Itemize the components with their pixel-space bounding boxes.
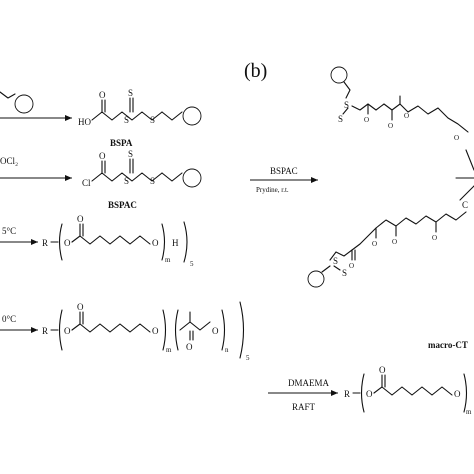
atom-core-c: C bbox=[462, 200, 468, 210]
pcl-pla-star-polymer: R O O O m O O n 5 bbox=[42, 301, 250, 362]
atom-s2-bspac: S bbox=[150, 176, 155, 186]
atom-r-pcla: R bbox=[42, 326, 48, 336]
reagent-temp2: 0°C bbox=[2, 314, 16, 324]
atom-o3-pcla: O bbox=[212, 326, 219, 336]
atom-r-raft: R bbox=[344, 389, 350, 399]
label-macro-cta: macro-CT bbox=[428, 340, 468, 350]
benzyl-fragment bbox=[0, 91, 34, 114]
reagent-dmaema: DMAEMA bbox=[288, 378, 330, 388]
atom-o-lower-4: O bbox=[349, 262, 354, 270]
atom-o2-pcl: O bbox=[152, 238, 159, 248]
atom-s-lower-1: S bbox=[333, 256, 338, 266]
atom-o-carbonyl-pcla: O bbox=[77, 302, 84, 312]
atom-s2-bspa: S bbox=[150, 115, 155, 125]
atom-o-carbonyl-pla: O bbox=[186, 342, 193, 352]
subscript-5-pcla: 5 bbox=[246, 354, 250, 362]
atom-s-upper-1: S bbox=[344, 100, 349, 110]
atom-o-carbonyl-bspac: O bbox=[99, 151, 106, 161]
atom-o-lower-2: O bbox=[392, 238, 397, 246]
atom-o1-pcl: O bbox=[64, 238, 71, 248]
reagent-socl2: OCl₂ bbox=[0, 156, 18, 166]
atom-ho: HO bbox=[78, 117, 91, 127]
reagent-raft: RAFT bbox=[292, 402, 316, 412]
atom-s-thione-bspa: S bbox=[128, 88, 133, 98]
subscript-5-pcl: 5 bbox=[190, 260, 194, 268]
atom-r-pcl: R bbox=[42, 238, 48, 248]
atom-o-carbonyl-bspa: O bbox=[99, 90, 106, 100]
raft-product-fragment: R O O O m bbox=[344, 365, 472, 416]
atom-o-lower-1: O bbox=[432, 234, 437, 242]
label-bspa: BSPA bbox=[110, 138, 133, 148]
atom-o-carbonyl-pcl: O bbox=[77, 214, 84, 224]
atom-s1-bspa: S bbox=[124, 115, 129, 125]
reagent-pyridine: Prydine, r.t. bbox=[256, 186, 289, 194]
subscript-n-pcla: n bbox=[225, 346, 229, 354]
atom-s-lower-2: S bbox=[342, 268, 347, 278]
atom-h-pcl: H bbox=[172, 238, 179, 248]
reagent-temp1: 5°C bbox=[2, 226, 16, 236]
bspa-structure: HO O S S S BSPA bbox=[78, 88, 202, 148]
macro-cta-structure: S S O O O O C O O O O S S macro-CT bbox=[307, 66, 474, 350]
panel-label: (b) bbox=[244, 60, 267, 82]
atom-s1-bspac: S bbox=[124, 176, 129, 186]
atom-o-upper-1: O bbox=[364, 116, 369, 124]
reagent-bspac: BSPAC bbox=[270, 166, 298, 176]
atom-s-upper-2: S bbox=[338, 114, 343, 124]
pcl-star-polymer: R O O O m H 5 bbox=[42, 214, 194, 268]
atom-s-thione-bspac: S bbox=[128, 149, 133, 159]
atom-o-upper-3: O bbox=[404, 112, 409, 120]
atom-o-upper-4: O bbox=[454, 134, 459, 142]
atom-o1-raft: O bbox=[366, 389, 373, 399]
label-bspac: BSPAC bbox=[108, 200, 137, 210]
atom-o-lower-3: O bbox=[372, 240, 377, 248]
subscript-m-pcl: m bbox=[165, 256, 171, 264]
atom-cl: Cl bbox=[82, 178, 91, 188]
subscript-m-pcla: m bbox=[166, 346, 172, 354]
atom-o-carbonyl-raft: O bbox=[379, 365, 386, 375]
atom-o1-pcla: O bbox=[64, 326, 71, 336]
atom-o2-pcla: O bbox=[152, 326, 159, 336]
subscript-m-raft: m bbox=[466, 408, 472, 416]
atom-o-upper-2: O bbox=[388, 122, 393, 130]
atom-o2-raft: O bbox=[454, 389, 461, 399]
bspac-structure: Cl O S S S BSPAC bbox=[82, 149, 202, 210]
